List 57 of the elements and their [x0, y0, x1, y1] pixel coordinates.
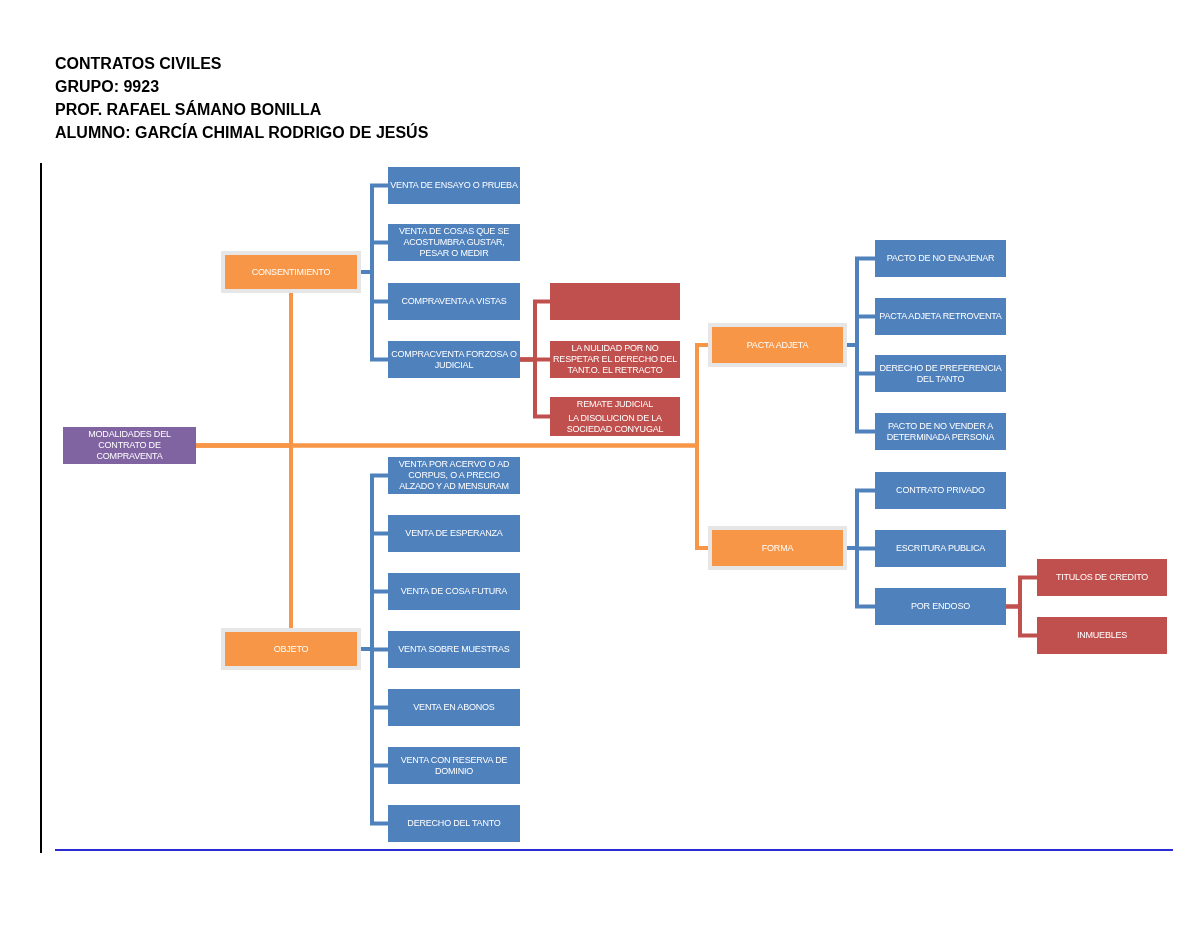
box-text: POR ENDOSO: [911, 601, 970, 612]
box-text: DERECHO DEL TANTO: [407, 818, 501, 829]
item-box: [875, 240, 1006, 277]
box-text: VENTA CON RESERVA DE DOMINIO: [399, 754, 509, 777]
blank-box: [550, 283, 680, 320]
box-text: VENTA DE COSA FUTURA: [400, 586, 508, 597]
item-box: [388, 573, 520, 610]
item-box: [875, 413, 1006, 450]
header-line: ALUMNO: GARCÍA CHIMAL RODRIGO DE JESÚS: [55, 122, 429, 143]
header-line: GRUPO: 9923: [55, 77, 161, 97]
detail-box: [1037, 559, 1167, 596]
connector-line: [1006, 604, 1037, 638]
box-text: LA DISOLUCION DE LA SOCIEDAD CONYUGAL: [565, 412, 665, 435]
box-text: CONSENTIMIENTO: [251, 266, 331, 278]
item-box: [875, 355, 1006, 392]
item-box: [388, 747, 520, 784]
box-text: PACTA ADJETA RETROVENTA: [879, 311, 1002, 322]
root-box: [63, 427, 196, 464]
item-box: [388, 224, 520, 261]
box-text: COMPRACVENTA FORZOSA O JUDICIAL: [390, 348, 518, 371]
box-text: VENTA SOBRE MUESTRAS: [398, 644, 510, 655]
item-box: [388, 689, 520, 726]
detail-box: [550, 397, 680, 436]
detail-box: [1037, 617, 1167, 654]
box-text: VENTA DE ESPERANZA: [405, 528, 503, 539]
box-text: CONTRATO PRIVADO: [896, 485, 985, 496]
item-box: [875, 588, 1006, 625]
item-box: [875, 298, 1006, 335]
box-text: OBJETO: [273, 643, 309, 655]
box-text: VENTA DE COSAS QUE SE ACOSTUMBRA GUSTAR, PESAR O MEDIR: [397, 226, 511, 259]
item-box: [388, 805, 520, 842]
box-text: PACTO DE NO ENAJENAR: [886, 253, 995, 264]
connector-line: [520, 357, 550, 419]
item-box: [388, 631, 520, 668]
item-box: [388, 283, 520, 320]
box-text: VENTA DE ENSAYO O PRUEBA: [390, 180, 518, 191]
item-box: [388, 457, 520, 494]
item-box: [875, 530, 1006, 567]
item-box: [388, 341, 520, 378]
box-text: MODALIDADES DEL CONTRATO DE COMPRAVENTA: [87, 429, 172, 462]
item-box: [875, 472, 1006, 509]
box-text: VENTA EN ABONOS: [413, 702, 495, 713]
box-text: DERECHO DE PREFERENCIA DEL TANTO: [878, 362, 1003, 385]
box-text: TITULOS DE CREDITO: [1055, 572, 1149, 583]
box-text: PACTA ADJETA: [746, 339, 809, 351]
box-text: PACTO DE NO VENDER A DETERMINADA PERSONA: [885, 420, 996, 443]
item-box: [388, 515, 520, 552]
box-text: ESCRITURA PUBLICA: [895, 543, 986, 554]
title: CONTRATOS CIVILES: [55, 54, 223, 74]
box-text: COMPRAVENTA A VISTAS: [401, 296, 507, 307]
box-text: REMATE JUDICIAL: [576, 398, 654, 410]
box-text: LA NULIDAD POR NO RESPETAR EL DERECHO DEL TANT.O. EL RETRACTO: [552, 343, 678, 376]
header-line: PROF. RAFAEL SÁMANO BONILLA: [55, 99, 323, 120]
box-text: FORMA: [761, 542, 794, 554]
box-text: INMUEBLES: [1076, 630, 1128, 641]
box-text: VENTA POR ACERVO O AD CORPUS, O A PRECIO ALZADO Y AD MENSURAM: [397, 459, 511, 492]
item-box: [388, 167, 520, 204]
